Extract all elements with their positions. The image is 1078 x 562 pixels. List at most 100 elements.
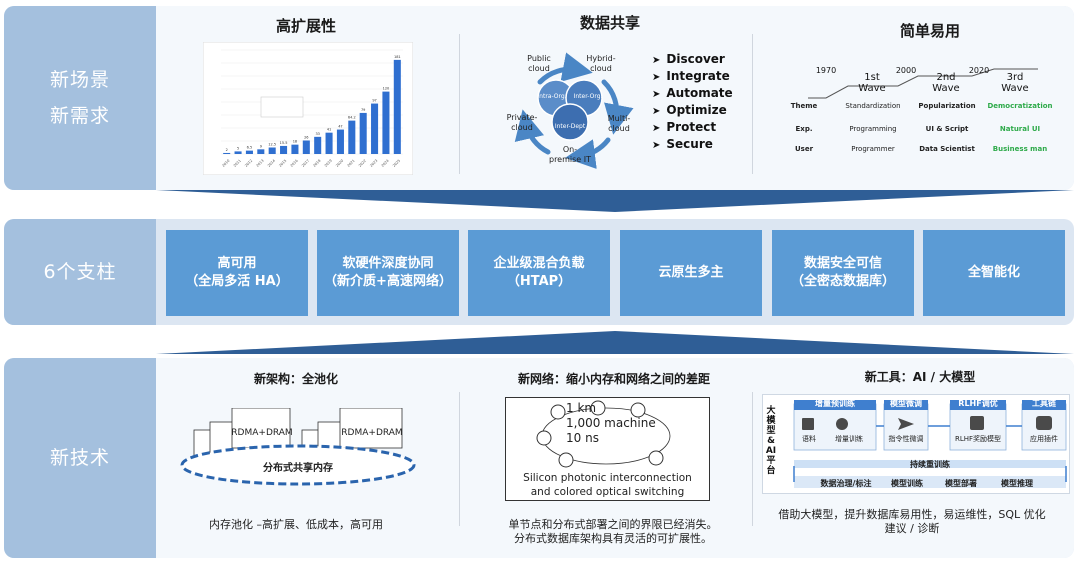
outer-label-multi: Multi-cloud xyxy=(607,114,631,133)
bar-value-label: 33 xyxy=(315,132,319,136)
bar-2010 xyxy=(223,152,231,154)
continuous-bar xyxy=(794,460,1066,468)
x-tick-label: 2014 xyxy=(267,158,277,168)
chart-bars xyxy=(223,59,401,154)
bar-value-label: 41 xyxy=(327,128,331,132)
x-tick-label: 2019 xyxy=(324,159,333,168)
bar-2016 xyxy=(291,144,299,154)
exp-3: Natural UI xyxy=(999,125,1041,133)
pillar-3-line1: 企业级混合负载 xyxy=(493,256,585,271)
pillar-5-line2: （全密态数据库） xyxy=(790,274,895,289)
pillar-1-line1: 高可用 xyxy=(217,256,257,271)
side-char-2: 模 xyxy=(766,416,776,426)
arrow-icon: ➤ xyxy=(652,123,661,134)
side-char-3: 型 xyxy=(766,426,776,436)
ring-node-6 xyxy=(648,450,664,466)
node-back-3 xyxy=(231,408,291,449)
divider-1 xyxy=(459,34,460,174)
pool-label: 分布式共享内存 xyxy=(263,463,333,474)
continuous-label: 持续重训练 xyxy=(910,460,950,469)
tools-title: 新工具：AI / 大模型 xyxy=(864,370,976,384)
bar-value-label: 26 xyxy=(304,135,308,139)
bar-2019 xyxy=(325,132,333,154)
item-rlhf: RLHF奖励模型 xyxy=(954,435,1002,443)
ring-node-2 xyxy=(590,400,606,416)
user-1: Programmer xyxy=(851,145,895,153)
network-stat-km: 1 km xyxy=(566,401,597,415)
up-connector-shape xyxy=(156,331,1074,354)
inner-label-3: Inter-Dept xyxy=(555,123,586,130)
bar-2025 xyxy=(393,59,401,154)
cycle-arc-1 xyxy=(537,52,593,85)
bar-2014 xyxy=(268,147,276,154)
item-incremental: 增量训练 xyxy=(835,435,863,443)
scenario-row-label: 新场景 新需求 xyxy=(4,6,156,190)
arrow-icon: ➤ xyxy=(652,72,661,83)
training-icon xyxy=(836,418,848,430)
sharing-title: 数据共享 xyxy=(579,14,640,32)
arrow-icon: ➤ xyxy=(652,55,661,66)
bar-2020 xyxy=(336,129,344,154)
divider-4 xyxy=(752,392,753,526)
pillar-2-line2: （新介质+高速网络） xyxy=(324,274,452,289)
memory-pool-diagram xyxy=(180,408,416,486)
x-tick-label: 2011 xyxy=(233,159,242,168)
arch-caption: 内存池化 –高扩展、低成本，高可用 xyxy=(209,518,383,531)
year-1970: 1970 xyxy=(815,66,837,75)
stage-title-4: 工具链 xyxy=(1032,399,1056,408)
year-2000: 2000 xyxy=(895,66,917,75)
bar-value-label: 2 xyxy=(226,148,228,152)
flow-step-1: 数据治理/标注 xyxy=(820,479,872,488)
inner-label-1: Intra-Org. xyxy=(537,93,566,100)
pillars-row-label: 6个支柱 xyxy=(4,219,156,325)
network-box xyxy=(505,397,710,501)
corpus-icon xyxy=(802,418,814,430)
cycle-arc-4 xyxy=(514,109,551,155)
bar-value-label: 97 xyxy=(372,99,376,103)
side-char-1: 大 xyxy=(766,406,776,416)
stage-header-2 xyxy=(884,400,928,410)
inner-circle-3 xyxy=(551,103,589,141)
down-connector-shape xyxy=(156,190,1074,212)
network-tech-line2: and colored optical switching xyxy=(530,486,685,498)
pillar-cloud-native: 云原生多主 xyxy=(620,230,762,316)
row-label-theme: Theme xyxy=(790,102,818,110)
row-label-user: User xyxy=(794,145,814,153)
pillar-hw-sw-codesign: 软硬件深度协同 （新介质+高速网络） xyxy=(317,230,459,316)
network-caption-1: 单节点和分布式部署之间的界限已经消失。 xyxy=(508,518,718,531)
scenario-label-line2: 新需求 xyxy=(49,105,110,127)
network-caption-2: 分布式数据库架构具有灵活的可扩展性。 xyxy=(514,532,712,545)
chart-legend-box xyxy=(260,96,304,118)
outer-label-onprem: On-premise IT xyxy=(548,145,591,164)
x-tick-label: 2017 xyxy=(301,159,310,168)
bullet-automate: ➤Automate xyxy=(652,86,733,100)
side-char-4: & xyxy=(767,436,775,446)
arrow-icon: ➤ xyxy=(652,140,661,151)
stage-title-1: 增量预训练 xyxy=(815,399,855,408)
bullet-discover-text: Discover xyxy=(666,52,725,66)
stage-header-3 xyxy=(950,400,1006,410)
pillar-intelligence: 全智能化 xyxy=(923,230,1065,316)
item-corpus: 语料 xyxy=(802,435,816,443)
pillar-2-line1: 软硬件深度协同 xyxy=(342,256,434,271)
tools-pipeline xyxy=(793,400,1067,488)
send-icon xyxy=(898,418,914,430)
bullet-protect: ➤Protect xyxy=(652,120,716,134)
stage-header-1 xyxy=(794,400,876,410)
bar-value-label: 5 xyxy=(237,146,239,150)
item-instruct: 指令性微调 xyxy=(888,435,924,443)
pillar-1-line2: （全局多活 HA） xyxy=(185,274,289,289)
bullet-optimize-text: Optimize xyxy=(666,103,727,117)
pillar-data-security: 数据安全可信 （全密态数据库） xyxy=(772,230,914,316)
reward-model-icon xyxy=(970,416,984,430)
user-2: Data Scientist xyxy=(919,145,975,153)
arch-title: 新架构：全池化 xyxy=(253,372,338,386)
bullet-secure-text: Secure xyxy=(666,137,713,151)
cycle-arc-2 xyxy=(601,79,634,135)
row-label-exp: Exp. xyxy=(795,125,813,133)
bar-value-label: 47 xyxy=(338,125,342,129)
bar-value-label: 18 xyxy=(293,140,297,144)
